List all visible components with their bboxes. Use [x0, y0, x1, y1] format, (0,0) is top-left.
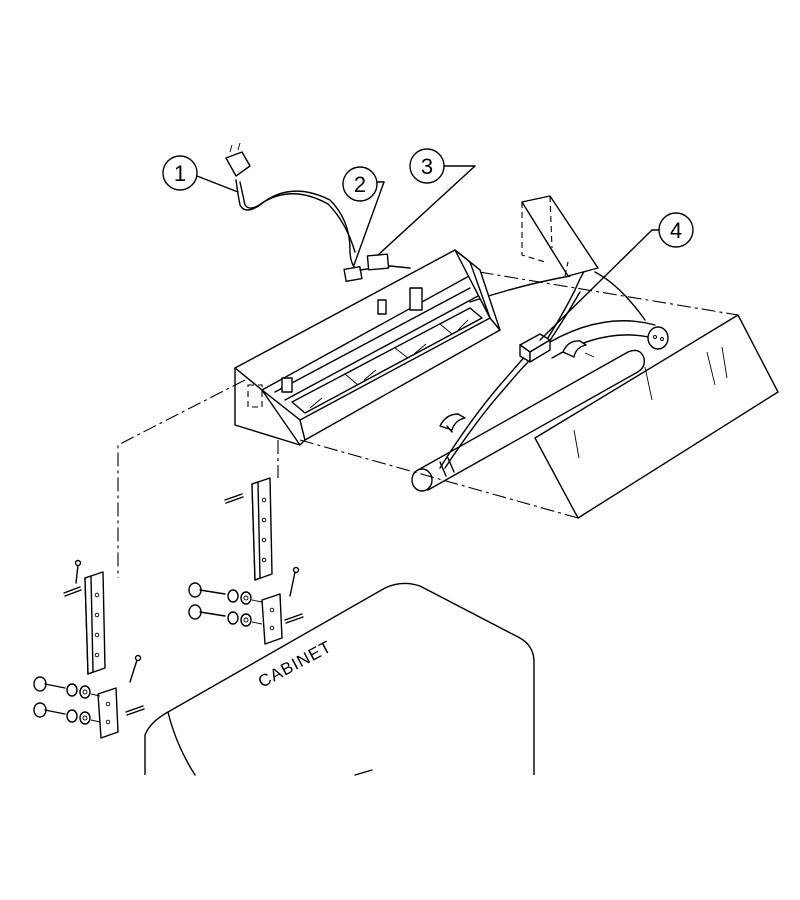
- mounting-bracket-lower-left: [63, 559, 106, 675]
- bolt-set-right: [188, 582, 263, 627]
- fluorescent-tube-lower: [411, 349, 646, 492]
- callout-2-number: 2: [354, 172, 366, 197]
- lamp-holder-right: [562, 340, 595, 358]
- callout-2: 2: [342, 166, 385, 266]
- plug-icon: [225, 142, 251, 177]
- hinged-flap: [521, 195, 599, 277]
- ballast-4: [519, 333, 551, 363]
- glass-panels: [291, 307, 483, 414]
- callout-4: 4: [539, 212, 694, 341]
- mounting-bracket-lower-right: [261, 566, 304, 645]
- bolt-set-left: [33, 676, 101, 725]
- mounting-bracket-upper: [224, 477, 273, 581]
- power-cord-1: [225, 142, 356, 269]
- callout-3-number: 3: [421, 154, 433, 179]
- callout-1: 1: [162, 155, 239, 193]
- callout-1-number: 1: [174, 161, 186, 186]
- callout-3: 3: [377, 148, 476, 256]
- mounting-bracket-bottom-left: [97, 654, 145, 739]
- light-housing: [234, 249, 501, 446]
- callout-4-number: 4: [670, 218, 682, 243]
- lamp-holder-left: [439, 413, 466, 433]
- light-tray: [454, 267, 779, 519]
- connector-3: [366, 253, 390, 271]
